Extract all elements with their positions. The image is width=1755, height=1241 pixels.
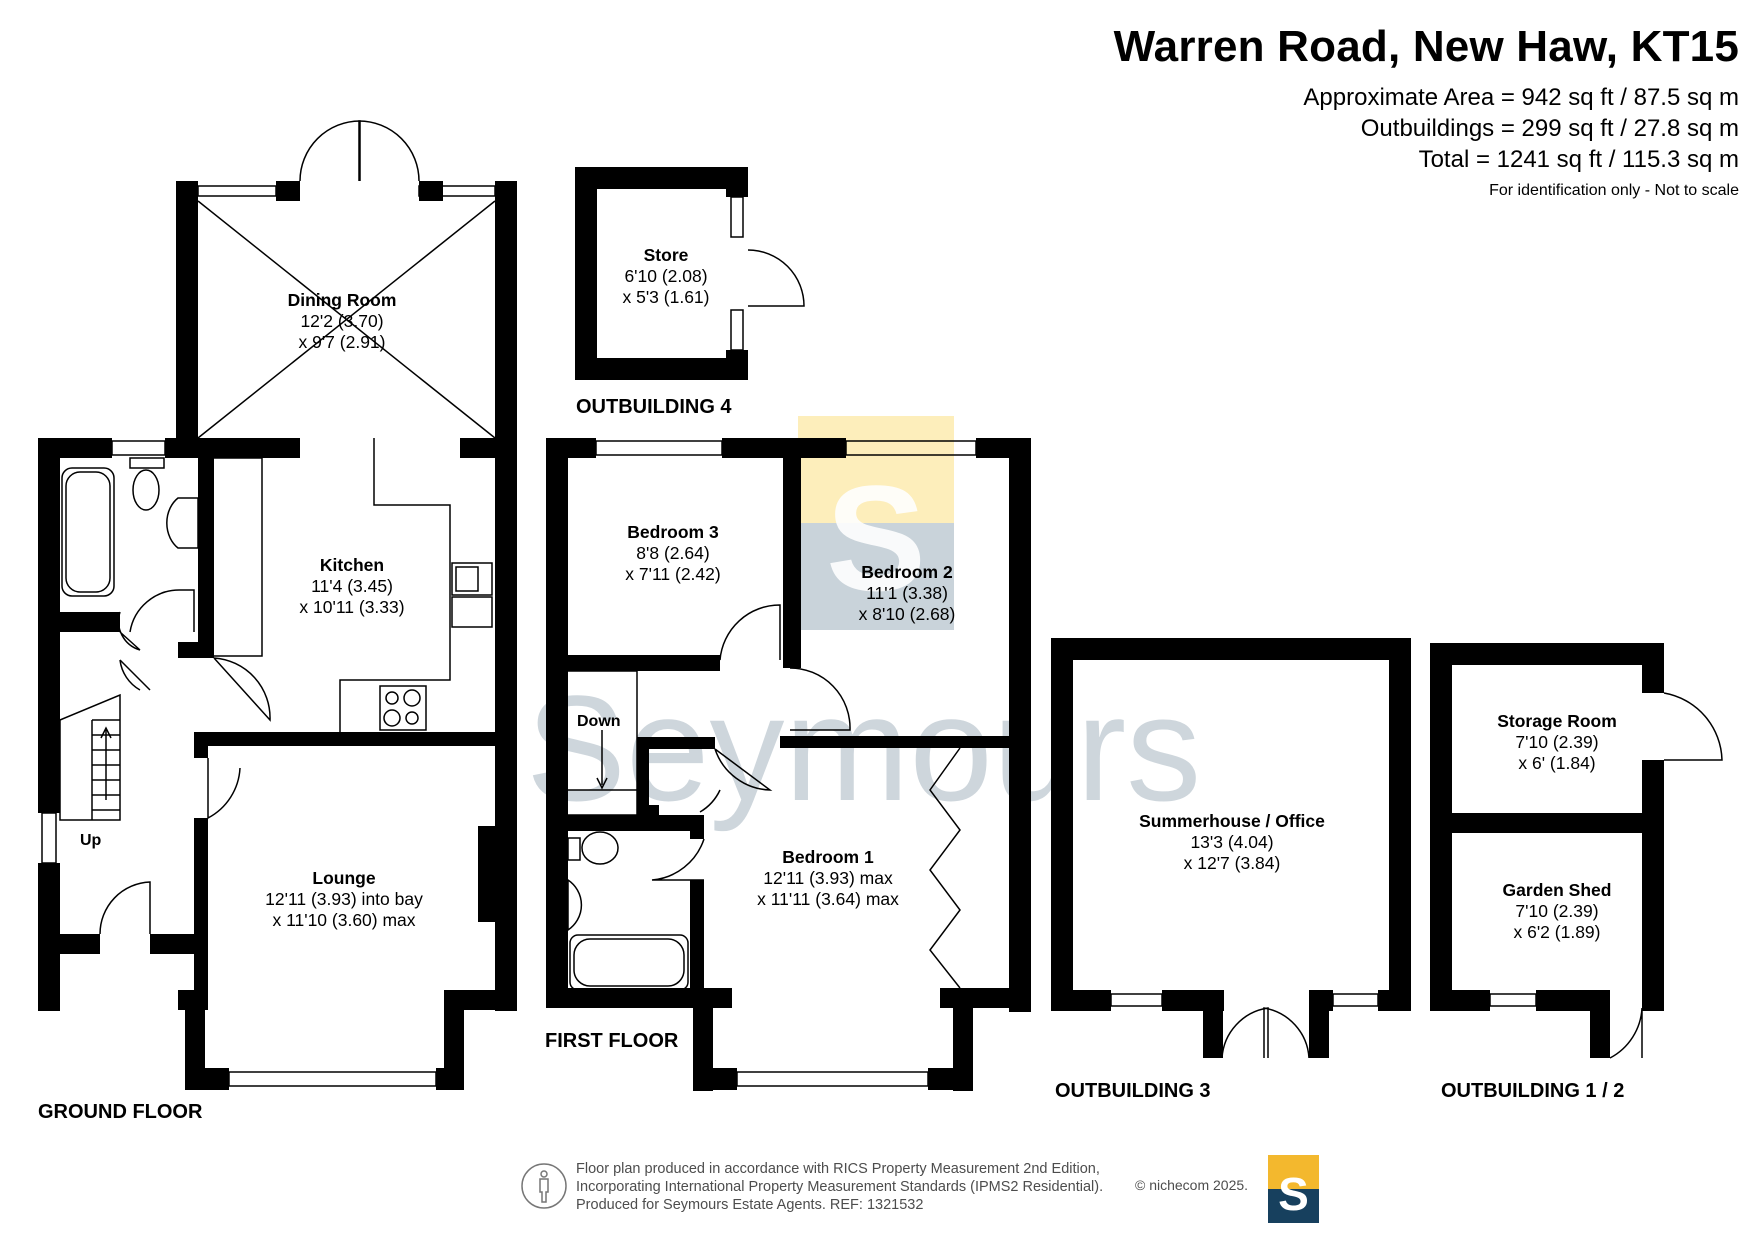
room-dim: 7'10 (2.39) — [1515, 901, 1599, 921]
room-bedroom-2: Bedroom 2 11'1 (3.38) x 8'10 (2.68) — [859, 562, 956, 625]
logo-letter: S — [1278, 1168, 1309, 1220]
room-name: Garden Shed — [1502, 880, 1612, 900]
room-name: Kitchen — [319, 555, 385, 575]
room-store: Store 6'10 (2.08) x 5'3 (1.61) — [623, 245, 710, 308]
stairs-up-label: Up — [80, 832, 102, 849]
room-name: Bedroom 1 — [782, 847, 874, 867]
room-dim: 11'1 (3.38) — [866, 583, 948, 603]
copyright: © nichecom 2025. — [1135, 1177, 1249, 1193]
room-lounge: Lounge 12'11 (3.93) into bay x 11'10 (3.… — [265, 868, 423, 931]
room-garden-shed: Garden Shed 7'10 (2.39) x 6'2 (1.89) — [1503, 880, 1612, 943]
room-dim: x 5'3 (1.61) — [622, 287, 710, 307]
room-kitchen: Kitchen 11'4 (3.45) x 10'11 (3.33) — [299, 555, 404, 618]
footer-line: Floor plan produced in accordance with R… — [576, 1161, 1100, 1177]
room-name: Bedroom 2 — [861, 562, 953, 582]
room-name: Summerhouse / Office — [1139, 811, 1325, 831]
room-dim: x 9'7 (2.91) — [298, 332, 386, 352]
approximate-area: Approximate Area = 942 sq ft / 87.5 sq m — [1303, 84, 1739, 111]
room-dim: 11'4 (3.45) — [311, 576, 393, 596]
room-dim: x 11'10 (3.60) max — [272, 910, 416, 930]
first-floor-label: FIRST FLOOR — [545, 1030, 679, 1052]
room-name: Bedroom 3 — [627, 522, 719, 542]
seymours-logo-icon: S — [1268, 1155, 1319, 1223]
footer-line: Incorporating International Property Mea… — [576, 1179, 1104, 1195]
ground-floor-label: GROUND FLOOR — [38, 1101, 203, 1123]
room-dim: 12'2 (3.70) — [300, 311, 384, 331]
stairs-down-label: Down — [577, 713, 621, 730]
room-dim: 13'3 (4.04) — [1190, 832, 1274, 852]
room-name: Lounge — [312, 868, 376, 888]
svg-text:S: S — [826, 454, 926, 622]
footer-text: Floor plan produced in accordance with R… — [576, 1160, 1103, 1214]
room-dining: Dining Room 12'2 (3.70) x 9'7 (2.91) — [288, 290, 397, 353]
room-dim: 7'10 (2.39) — [1515, 732, 1599, 752]
room-name: Dining Room — [287, 290, 397, 310]
room-dim: x 10'11 (3.33) — [299, 597, 405, 617]
room-dim: x 6' (1.84) — [1518, 753, 1596, 773]
room-dim: x 11'11 (3.64) max — [757, 889, 899, 909]
total-area: Total = 1241 sq ft / 115.3 sq m — [1418, 146, 1739, 173]
outbuilding-4-label: OUTBUILDING 4 — [576, 396, 732, 418]
not-to-scale-note: For identification only - Not to scale — [1489, 182, 1739, 199]
room-dim: 12'11 (3.93) max — [763, 868, 893, 888]
room-dim: x 12'7 (3.84) — [1183, 853, 1281, 873]
room-summerhouse: Summerhouse / Office 13'3 (4.04) x 12'7 … — [1139, 811, 1325, 874]
room-name: Store — [643, 245, 689, 265]
room-name: Storage Room — [1497, 711, 1617, 731]
room-dim: 8'8 (2.64) — [636, 543, 710, 563]
room-dim: x 7'11 (2.42) — [625, 564, 721, 584]
outbuilding-1-2-label: OUTBUILDING 1 / 2 — [1441, 1080, 1625, 1102]
room-dim: x 6'2 (1.89) — [1513, 922, 1601, 942]
person-scale-icon — [521, 1163, 567, 1209]
room-storage: Storage Room 7'10 (2.39) x 6' (1.84) — [1497, 711, 1617, 774]
room-bedroom-3: Bedroom 3 8'8 (2.64) x 7'11 (2.42) — [625, 522, 720, 585]
room-bedroom-1: Bedroom 1 12'11 (3.93) max x 11'11 (3.64… — [757, 847, 899, 910]
footer-line: Produced for Seymours Estate Agents. REF… — [576, 1197, 924, 1213]
room-dim: x 8'10 (2.68) — [858, 604, 956, 624]
outbuilding-3-label: OUTBUILDING 3 — [1055, 1080, 1211, 1102]
room-dim: 6'10 (2.08) — [624, 266, 708, 286]
plan-title: Warren Road, New Haw, KT15 — [1113, 22, 1739, 71]
outbuildings-area: Outbuildings = 299 sq ft / 27.8 sq m — [1360, 115, 1739, 142]
room-dim: 12'11 (3.93) into bay — [265, 889, 423, 909]
